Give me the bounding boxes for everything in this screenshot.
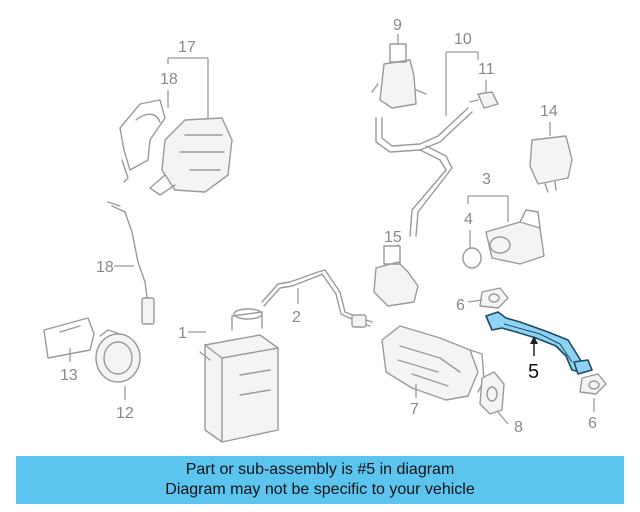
svg-text:14: 14 (540, 103, 558, 120)
svg-text:6: 6 (588, 415, 597, 432)
part-13-shield (43, 317, 95, 359)
part-12-cap (95, 329, 141, 383)
parts-diagram: 17 18 18 13 12 1 (43, 17, 607, 443)
callout-8: 8 (497, 411, 523, 436)
svg-text:3: 3 (482, 171, 491, 188)
svg-text:12: 12 (116, 405, 134, 422)
svg-text:5: 5 (528, 361, 539, 383)
callout-16: 17 (167, 39, 209, 118)
callout-5: 5 (528, 336, 539, 383)
banner-line-1: Part or sub-assembly is #5 in diagram (185, 461, 455, 478)
callout-3: 3 (467, 171, 509, 222)
part-18-sensor (107, 201, 155, 325)
callout-14: 14 (540, 103, 558, 136)
callout-6-upper: 6 (456, 297, 483, 314)
part-5-egr-pipe-highlighted (485, 311, 593, 375)
svg-text:13: 13 (60, 367, 78, 384)
svg-text:18: 18 (96, 259, 114, 276)
svg-text:2: 2 (292, 309, 301, 326)
part-14-converter (529, 135, 573, 193)
callout-11: 11 (478, 61, 495, 92)
svg-text:11: 11 (478, 61, 495, 78)
svg-text:15: 15 (384, 229, 402, 246)
part-9-valve (371, 43, 427, 109)
part-11-valve (469, 91, 499, 109)
svg-text:7: 7 (410, 401, 419, 418)
callout-2: 2 (292, 288, 301, 326)
callout-15: 15 (384, 229, 402, 246)
callout-12: 12 (116, 386, 134, 422)
svg-text:6: 6 (456, 297, 465, 314)
svg-text:10: 10 (454, 31, 472, 48)
svg-text:18: 18 (160, 71, 178, 88)
callout-9: 9 (393, 17, 402, 44)
callout-13: 13 (60, 348, 78, 384)
part-16-assembly (119, 99, 233, 196)
callout-1: 1 (178, 325, 206, 342)
part-8-flange (479, 371, 505, 415)
part-4-o-ring (462, 247, 482, 269)
part-2-line (261, 269, 373, 328)
svg-text:9: 9 (393, 17, 402, 34)
svg-text:8: 8 (514, 419, 523, 436)
callout-7: 7 (410, 384, 419, 418)
part-10-hose (375, 107, 473, 237)
callout-4: 4 (464, 211, 473, 248)
svg-text:4: 4 (464, 211, 473, 228)
part-3-egr-valve (485, 209, 545, 265)
part-7-cooler (381, 325, 485, 401)
part-15-solenoid (373, 245, 419, 307)
info-banner: Part or sub-assembly is #5 in diagram Di… (16, 456, 624, 504)
callout-18: 18 (96, 259, 134, 276)
callout-6-lower: 6 (588, 398, 597, 432)
part-6-gasket-lower (579, 373, 607, 395)
callout-17: 18 (160, 71, 178, 108)
banner-line-2: Diagram may not be specific to your vehi… (165, 481, 475, 498)
svg-text:1: 1 (178, 325, 187, 342)
callout-10: 10 (445, 31, 479, 116)
svg-text:17: 17 (178, 39, 196, 56)
part-6-gasket-upper (479, 287, 509, 309)
part-1-canister (199, 308, 279, 443)
